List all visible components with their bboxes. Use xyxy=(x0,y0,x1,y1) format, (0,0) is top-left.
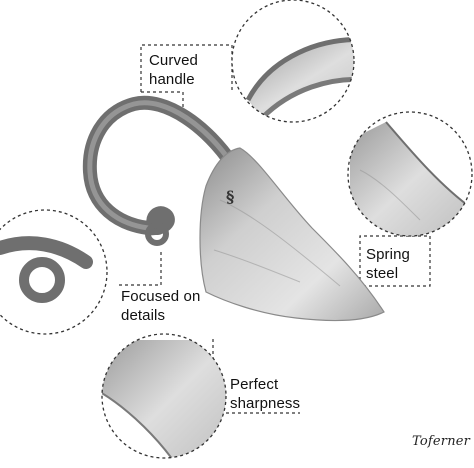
callout-perfect-sharpness: Perfect sharpness xyxy=(230,375,300,413)
zoom-perfect-sharpness xyxy=(101,333,227,459)
zoom-spring-steel xyxy=(347,111,473,237)
handle-loop xyxy=(145,222,169,246)
brand-logo: Toferner xyxy=(412,434,471,449)
zoom-curved-handle xyxy=(231,0,355,123)
makers-mark: § xyxy=(226,187,234,206)
callout-focused-line2: details xyxy=(121,307,166,324)
callout-spring-steel: Spring steel xyxy=(366,245,410,283)
callout-focused-line1: Focused on xyxy=(121,288,201,305)
callout-spring-line1: Spring xyxy=(366,246,410,263)
callout-curved-handle: Curved handle xyxy=(149,51,198,89)
callout-curved-line2: handle xyxy=(149,71,195,88)
callout-sharp-line2: sharpness xyxy=(230,395,301,412)
callout-sharp-line1: Perfect xyxy=(230,376,279,393)
zoom-focused-details xyxy=(0,209,108,335)
callout-curved-line1: Curved xyxy=(149,52,198,69)
knife: § xyxy=(82,95,385,322)
callout-focused-details: Focused on details xyxy=(121,287,200,325)
callout-spring-line2: steel xyxy=(366,265,399,282)
knife-blade xyxy=(199,147,385,322)
